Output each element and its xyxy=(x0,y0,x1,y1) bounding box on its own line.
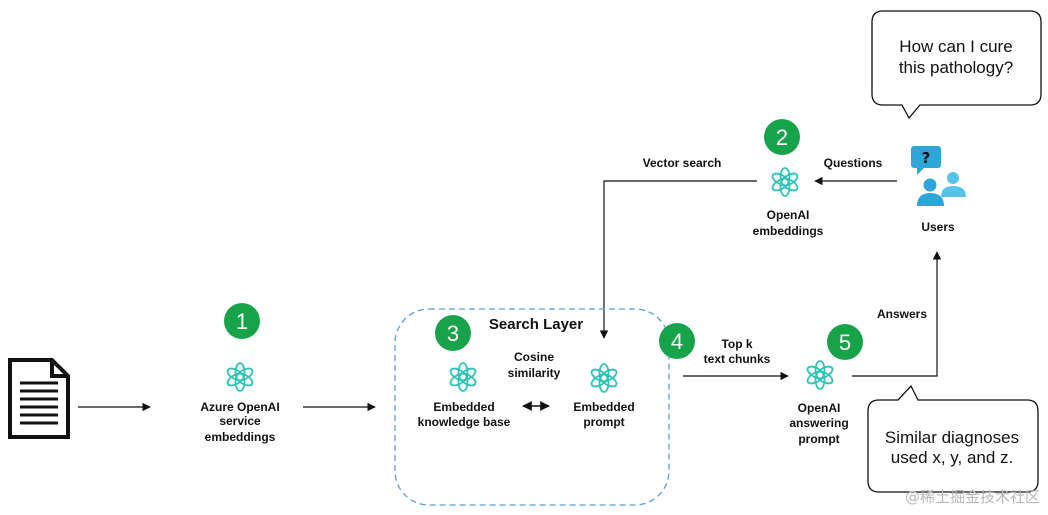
step-2-label: OpenAI embeddings xyxy=(753,208,824,238)
svg-text:Top k: Top k xyxy=(721,337,752,351)
svg-text:Embedded: Embedded xyxy=(573,400,634,414)
question-bubble: How can I cure this pathology? xyxy=(871,10,1042,120)
questions-label: Questions xyxy=(824,156,883,170)
step-5-badge: 5 xyxy=(827,324,863,360)
answers-label: Answers xyxy=(877,307,927,321)
svg-text:OpenAI: OpenAI xyxy=(798,401,841,415)
svg-text:similarity: similarity xyxy=(508,366,561,380)
step-4-badge: 4 xyxy=(659,323,695,359)
svg-text:prompt: prompt xyxy=(798,432,839,446)
users-label: Users xyxy=(921,220,955,234)
embedded-prompt-label: Embedded prompt xyxy=(573,400,634,429)
watermark: @稀土掘金技术社区 xyxy=(905,488,1040,506)
svg-text:How can I cure: How can I cure xyxy=(899,37,1012,56)
svg-text:prompt: prompt xyxy=(583,415,624,429)
step-2-badge: 2 xyxy=(764,119,800,155)
openai-logo-icon xyxy=(588,363,620,393)
openai-logo-icon xyxy=(804,360,836,390)
cosine-similarity-label: Cosine similarity xyxy=(508,350,561,380)
users-question-icon: ? xyxy=(911,146,966,206)
arrow-answers xyxy=(852,251,942,377)
top-k-label: Top k text chunks xyxy=(704,337,771,366)
svg-text:Cosine: Cosine xyxy=(514,350,554,364)
arrow-vector-search xyxy=(599,180,757,339)
openai-logo-icon xyxy=(224,362,256,392)
svg-text:Embedded: Embedded xyxy=(433,400,494,414)
svg-text:used x, y, and z.: used x, y, and z. xyxy=(891,448,1014,467)
vector-search-label: Vector search xyxy=(643,156,722,170)
document-icon xyxy=(8,358,70,439)
svg-text:4: 4 xyxy=(671,329,683,354)
svg-text:knowledge base: knowledge base xyxy=(418,415,511,429)
answer-bubble: Similar diagnoses used x, y, and z. xyxy=(867,384,1039,493)
svg-text:5: 5 xyxy=(839,330,851,355)
svg-text:this pathology?: this pathology? xyxy=(899,58,1013,77)
svg-text:Similar diagnoses: Similar diagnoses xyxy=(885,428,1019,447)
step-3-badge: 3 xyxy=(435,315,471,351)
svg-text:service: service xyxy=(219,414,261,428)
svg-text:embeddings: embeddings xyxy=(205,430,276,444)
svg-text:text chunks: text chunks xyxy=(704,352,771,366)
search-layer-title: Search Layer xyxy=(489,316,583,333)
svg-text:3: 3 xyxy=(447,321,459,346)
svg-text:OpenAI: OpenAI xyxy=(767,208,810,222)
openai-logo-icon xyxy=(447,362,479,392)
svg-text:Azure OpenAI: Azure OpenAI xyxy=(200,400,279,414)
step-5-label: OpenAI answering prompt xyxy=(789,401,848,446)
step-1-badge: 1 xyxy=(224,303,260,339)
search-layer-box xyxy=(394,308,670,506)
svg-text:2: 2 xyxy=(776,125,788,150)
svg-text:embeddings: embeddings xyxy=(753,224,824,238)
svg-text:answering: answering xyxy=(789,416,848,430)
openai-logo-icon xyxy=(769,167,801,197)
kb-label: Embedded knowledge base xyxy=(418,400,511,429)
svg-text:1: 1 xyxy=(236,309,248,334)
svg-text:?: ? xyxy=(922,149,931,167)
step-1-label: Azure OpenAI service embeddings xyxy=(200,400,279,444)
